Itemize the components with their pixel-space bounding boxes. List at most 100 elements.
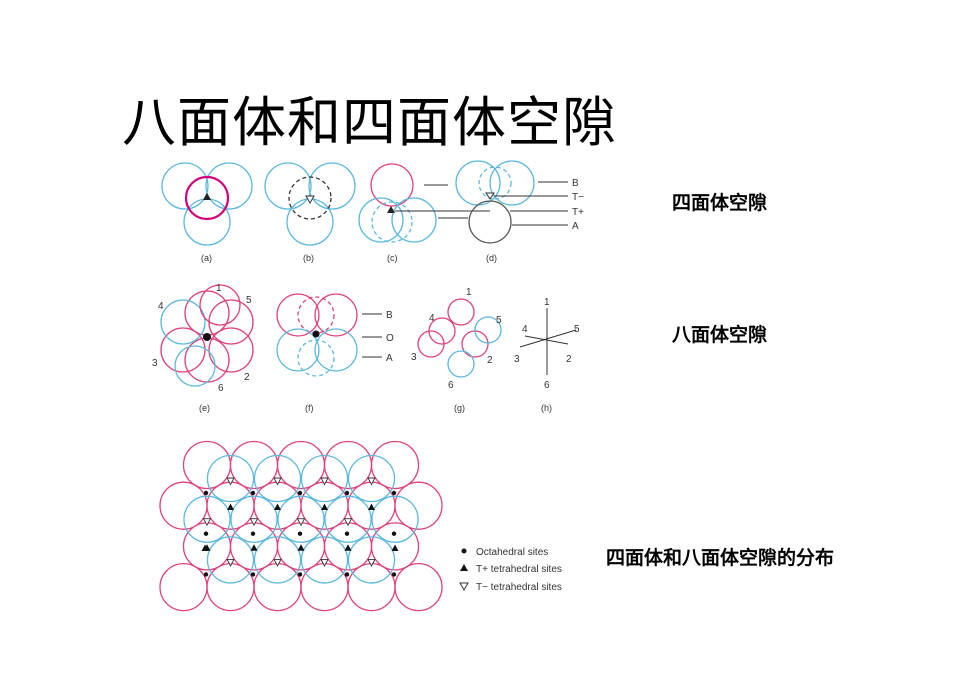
- pink-sphere: [182, 440, 232, 490]
- octahedral-site: [344, 531, 350, 536]
- pink-sphere: [370, 440, 420, 490]
- tplus-site: [391, 544, 399, 551]
- pink-sphere: [206, 562, 255, 612]
- pink-sphere: [394, 481, 443, 530]
- legend-octahedral: Octahedral sites: [476, 547, 548, 558]
- tminus-site: [320, 477, 329, 486]
- tplus-site: [250, 544, 258, 551]
- pink-sphere: [370, 522, 420, 571]
- tminus-site: [343, 518, 353, 527]
- blue-sphere: [371, 495, 419, 543]
- number-label: 1: [466, 287, 472, 298]
- panel-captions: (a) (b) (c) (d) (e) (f) (g) (h): [199, 253, 552, 413]
- tminus-site: [273, 558, 282, 567]
- panel-a: [161, 162, 253, 246]
- octahedral-site: [203, 531, 209, 536]
- octahedral-site: [297, 490, 303, 496]
- panel-e: [160, 284, 254, 387]
- blue-sphere: [253, 454, 302, 503]
- pink-sphere: [159, 481, 208, 530]
- legend-tminus: T− tetrahedral sites: [476, 582, 562, 593]
- number-label: 5: [574, 324, 580, 335]
- tminus-site: [226, 558, 235, 567]
- tplus-site: [201, 544, 209, 551]
- blue-sphere: [183, 495, 231, 543]
- tminus-site: [367, 558, 376, 567]
- blue-sphere: [206, 454, 255, 503]
- caption-d: (d): [486, 253, 497, 263]
- octahedral-site: [250, 572, 256, 577]
- site-numbers: 1 5 4 3 2 6 1 4 5 3 2 6 1 4 5 3 2 6: [152, 283, 580, 394]
- number-label: 6: [544, 380, 550, 391]
- tetrahedral-site-marker: [203, 193, 211, 200]
- number-label: 3: [514, 354, 520, 365]
- tetrahedral-void-label: 四面体空隙: [672, 192, 768, 214]
- layer-label-f-b: B: [386, 310, 393, 321]
- blue-sphere: [230, 495, 278, 543]
- number-label: 3: [152, 358, 158, 369]
- number-label: 6: [448, 380, 454, 391]
- panel-d: [438, 160, 568, 244]
- number-label: 1: [544, 297, 550, 308]
- pink-sphere: [253, 562, 302, 612]
- tminus-site: [320, 558, 329, 567]
- tminus-site: [202, 518, 212, 527]
- tminus-site: [296, 518, 306, 527]
- octahedral-site: [250, 490, 256, 496]
- panel-g: [417, 298, 502, 378]
- tplus-site: [274, 503, 281, 510]
- page-title: 八面体和四面体空隙: [122, 91, 617, 154]
- legend: Octahedral sites T+ tetrahedral sites T−…: [459, 547, 562, 593]
- tplus-site: [344, 544, 352, 551]
- number-label: 4: [429, 313, 435, 324]
- blue-sphere: [347, 454, 396, 503]
- blue-sphere: [253, 536, 302, 584]
- number-label: 6: [218, 383, 224, 394]
- octahedral-site: [203, 490, 209, 496]
- caption-a: (a): [201, 253, 212, 263]
- number-label: 2: [487, 355, 493, 366]
- tminus-site: [249, 518, 259, 527]
- pink-sphere: [347, 562, 396, 612]
- caption-g: (g): [454, 403, 465, 413]
- layer-label-d-b: B: [572, 178, 579, 189]
- octahedral-site: [391, 572, 397, 577]
- octahedral-site: [203, 572, 209, 577]
- octahedral-site: [297, 531, 303, 536]
- blue-sphere: [347, 536, 396, 584]
- panel-b: [264, 162, 356, 246]
- octahedral-site: [391, 490, 397, 496]
- octahedral-void-label: 八面体空隙: [672, 324, 768, 346]
- caption-c: (c): [387, 253, 398, 263]
- tplus-site: [297, 544, 305, 551]
- number-label: 4: [522, 324, 528, 335]
- number-label: 1: [216, 283, 222, 294]
- tminus-site: [367, 477, 376, 486]
- blue-sphere: [206, 536, 255, 584]
- number-label: 2: [566, 354, 572, 365]
- pink-sphere: [323, 440, 373, 490]
- tplus-site: [227, 503, 234, 510]
- pink-sphere: [229, 440, 279, 490]
- tminus-legend-icon: [459, 582, 469, 592]
- blue-sphere: [277, 495, 325, 543]
- tminus-site: [273, 477, 282, 486]
- octahedral-site: [297, 572, 303, 577]
- pink-sphere: [394, 562, 443, 612]
- octahedral-site: [250, 531, 256, 536]
- caption-b: (b): [303, 253, 314, 263]
- panel-f: [276, 293, 382, 377]
- legend-tplus: T+ tetrahedral sites: [476, 564, 562, 575]
- layer-label-f-o: O: [386, 333, 394, 344]
- pink-sphere: [159, 562, 208, 612]
- packing-pattern: [159, 440, 443, 612]
- pink-sphere: [300, 562, 349, 612]
- layer-label-d-a: A: [572, 221, 579, 232]
- octahedral-legend-icon: [461, 548, 467, 554]
- number-label: 3: [411, 352, 417, 363]
- number-label: 2: [244, 372, 250, 383]
- layer-labels: B T− T+ A B O A: [386, 178, 584, 364]
- caption-e: (e): [199, 403, 210, 413]
- panel-h: [519, 308, 577, 375]
